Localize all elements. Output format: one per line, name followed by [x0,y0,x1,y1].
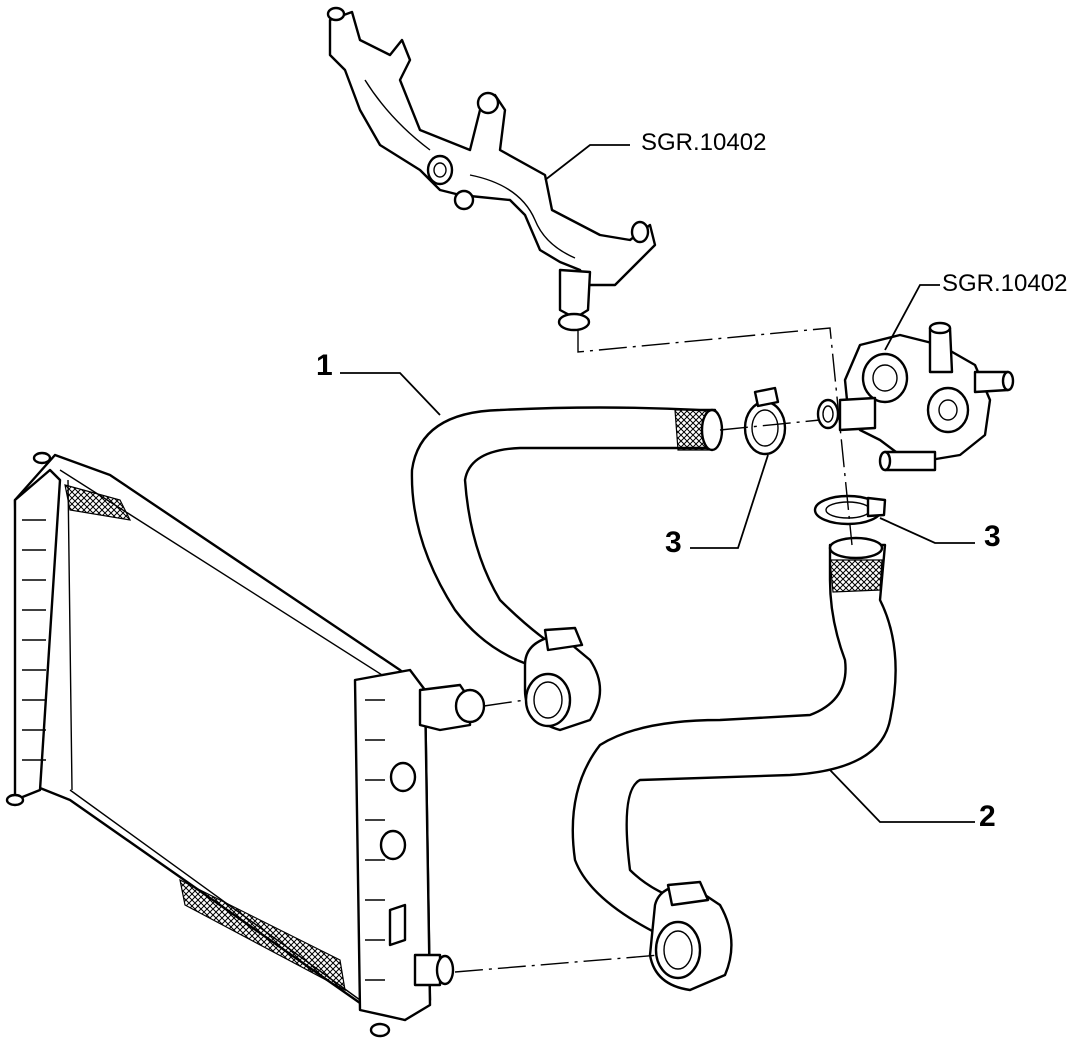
assembly-lines [454,327,853,973]
radiator [5,451,486,1038]
leader-lines [340,144,975,823]
upper-coolant-pipe [326,6,657,332]
item-1-label: 1 [316,349,333,382]
thermostat-housing [816,321,1015,472]
hose-2 [571,536,897,992]
ref-label-top: SGR.10402 [641,129,766,156]
hose-clamp-lower [813,494,887,526]
ref-label-right: SGR.10402 [942,270,1067,297]
item-3-label-right: 3 [984,520,1001,553]
hose-clamp-upper [743,386,787,456]
item-3-label-left: 3 [665,526,682,559]
item-2-label: 2 [979,800,996,833]
hose-1 [410,406,724,732]
